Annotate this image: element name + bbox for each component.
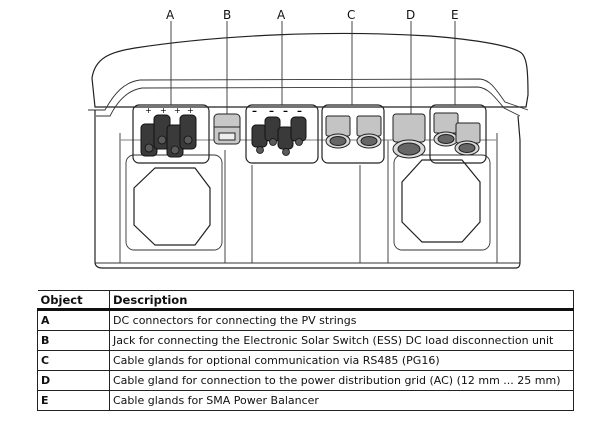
knockout-frame-left: [125, 154, 223, 251]
callout-label-c: C: [347, 8, 355, 22]
object-cell: B: [37, 330, 110, 351]
table-header-row: Object Description: [37, 290, 574, 311]
polarity-plus-3: +: [174, 106, 181, 115]
callout-label-b: B: [223, 8, 231, 22]
callout-label-a1: A: [166, 8, 175, 22]
object-cell: C: [37, 350, 110, 371]
dc-minus-connectors: [251, 116, 307, 156]
dc-plus-connectors: [140, 114, 197, 158]
description-cell: DC connectors for connecting the PV stri…: [109, 309, 574, 331]
column-header-description: Description: [109, 290, 574, 311]
ess-jack: [213, 113, 241, 145]
lid-rim-inner: [96, 86, 521, 117]
polarity-minus-3: –: [283, 106, 288, 117]
polarity-plus-4: +: [187, 106, 194, 115]
enclosure-lid: [91, 32, 529, 108]
callout-label-d: D: [406, 8, 415, 22]
table-row: B Jack for connecting the Electronic Sol…: [37, 330, 574, 351]
inverter-underside-diagram: + + + + – – – –: [88, 8, 529, 269]
power-balancer-cable-glands: [433, 112, 481, 156]
table-row: D Cable gland for connection to the powe…: [37, 370, 574, 391]
table-row: E Cable glands for SMA Power Balancer: [37, 390, 574, 411]
rs485-gland-group: [321, 104, 385, 164]
callout-label-a2: A: [277, 8, 286, 22]
object-cell: D: [37, 370, 110, 391]
knockout-frame-right: [393, 154, 491, 251]
object-cell: A: [37, 309, 110, 331]
power-balancer-gland-group: [429, 104, 487, 164]
description-cell: Cable gland for connection to the power …: [109, 370, 574, 391]
table-row: C Cable glands for optional communicatio…: [37, 350, 574, 371]
table-row: A DC connectors for connecting the PV st…: [37, 309, 574, 331]
polarity-plus-1: +: [145, 106, 152, 115]
description-cell: Cable glands for optional communication …: [109, 350, 574, 371]
knockout-right: [401, 159, 481, 243]
column-header-object: Object: [37, 290, 110, 311]
rs485-cable-glands: [325, 115, 382, 149]
description-cell: Jack for connecting the Electronic Solar…: [109, 330, 574, 351]
polarity-minus-2: –: [269, 106, 274, 117]
polarity-minus-4: –: [297, 106, 302, 117]
polarity-plus-2: +: [160, 106, 167, 115]
description-cell: Cable glands for SMA Power Balancer: [109, 390, 574, 411]
knockout-left: [133, 167, 211, 246]
object-cell: E: [37, 390, 110, 411]
object-description-table: Object Description A DC connectors for c…: [37, 290, 574, 411]
lid-rim: [88, 78, 529, 111]
ac-cable-gland: [392, 113, 426, 159]
polarity-minus-1: –: [252, 106, 257, 117]
callout-label-e: E: [451, 8, 459, 22]
